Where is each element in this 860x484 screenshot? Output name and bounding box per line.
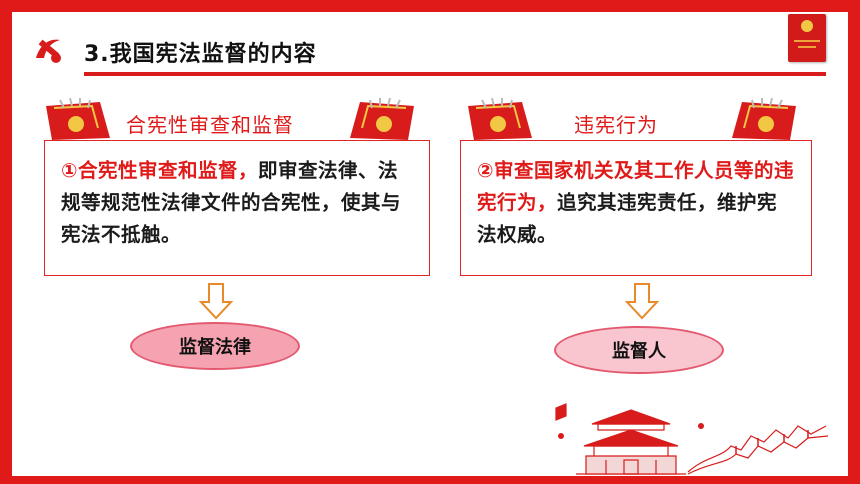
result-pill-right: 监督人 [554,326,724,374]
page-title: 3.我国宪法监督的内容 [84,42,317,67]
left-body-text: 即审查法律、法规等规范性法律文件的合宪性，使其与宪法不抵触。 [61,159,402,246]
tiananmen-illustration [555,403,829,475]
result-pill-left: 监督法律 [130,322,300,370]
down-arrow-icon [624,283,660,320]
right-banner-decoration [468,98,796,140]
right-body-text: 追究其违宪责任，维护宪法权威。 [477,191,778,246]
party-emblem-icon [28,30,68,70]
left-highlight-text: ①合宪性审查和监督， [61,159,259,182]
right-content-box: ②审查国家机关及其工作人员等的违宪行为，追究其违宪责任，维护宪法权威。 [460,140,812,276]
constitution-book-icon [788,14,826,62]
title-underline [84,72,826,76]
down-arrow-icon [198,283,234,320]
left-banner-decoration [46,98,414,140]
right-highlight-text: ②审查国家机关及其工作人员等的违宪行为， [477,159,795,214]
right-banner-title: 违宪行为 [574,113,658,137]
left-content-box: ①合宪性审查和监督，即审查法律、法规等规范性法律文件的合宪性，使其与宪法不抵触。 [44,140,430,276]
left-banner-title: 合宪性审查和监督 [126,113,294,137]
